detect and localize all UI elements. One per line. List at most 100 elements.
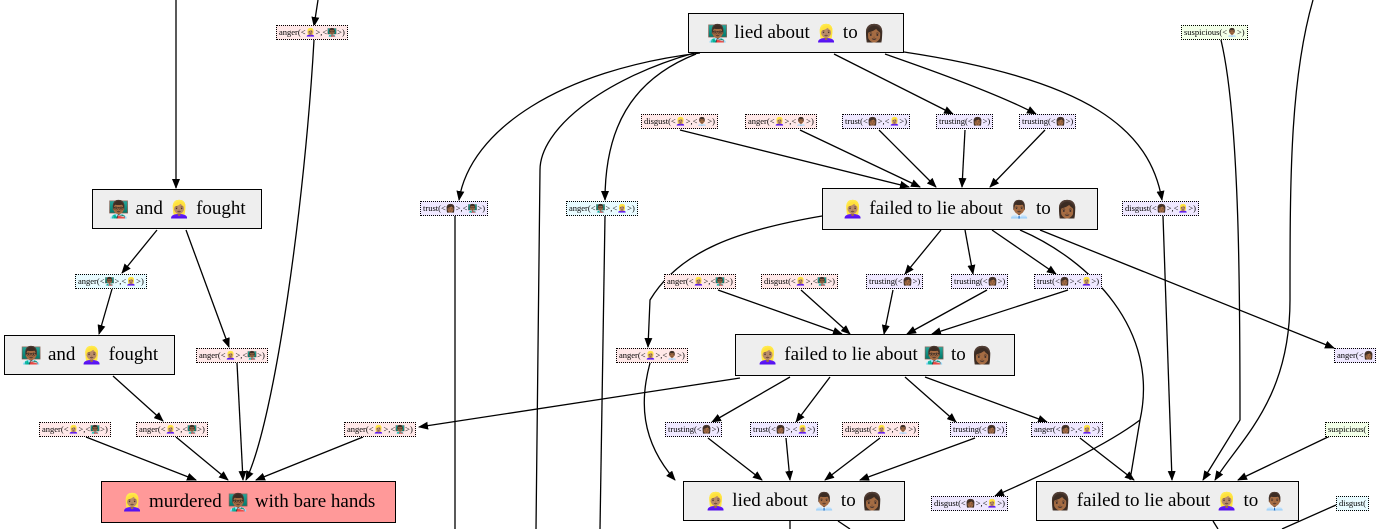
edge-line [1162, 215, 1176, 481]
person-d-icon: 👨🏾‍💼 [1227, 28, 1238, 37]
text-fragment: suspicious(< [1184, 27, 1228, 37]
emotion-condition-label: suspicious(<👨🏾‍💼>) [1181, 25, 1248, 40]
person-b-icon: 👱🏽‍♀️ [774, 117, 785, 126]
text-fragment: >) [405, 424, 413, 434]
text-fragment: >) [1091, 276, 1100, 286]
goal-event-node[interactable]: 👱🏽‍♀️murdered👨🏾‍🏫with bare hands [101, 481, 396, 523]
text-fragment: >) [899, 116, 908, 126]
text-fragment: >) [477, 203, 486, 213]
person-c-icon: 👩🏾 [1156, 204, 1167, 213]
person-b-icon: 👱🏽‍♀️ [68, 425, 79, 434]
text-fragment: >,< [655, 350, 668, 360]
event-node[interactable]: 👨🏾‍🏫lied about👱🏽‍♀️to👩🏾 [688, 13, 904, 53]
text-fragment: disgust(< [764, 276, 796, 286]
edge-line [904, 229, 942, 275]
text-fragment: >) [707, 116, 715, 126]
text-fragment: to [1243, 490, 1259, 511]
person-a-icon: 👨🏾‍🏫 [20, 345, 42, 365]
text-fragment: >) [1188, 203, 1196, 213]
text-fragment: >) [997, 276, 1006, 286]
person-b-icon: 👱🏽‍♀️ [645, 351, 656, 360]
edge-line [824, 437, 881, 481]
event-node[interactable]: 👱🏽‍♀️failed to lie about👨🏾‍🏫to👩🏾 [735, 334, 1015, 376]
edge-line [255, 436, 364, 481]
event-node[interactable]: 👱🏽‍♀️failed to lie about👨🏾‍💼to👩🏾 [822, 188, 1098, 230]
person-b-icon: 👱🏽‍♀️ [1081, 277, 1092, 286]
text-fragment: anger(< [619, 350, 646, 360]
person-b-icon: 👱🏽‍♀️ [165, 425, 176, 434]
text-fragment: >) [807, 424, 816, 434]
person-d-icon: 👨🏾‍💼 [1008, 199, 1030, 219]
person-c-icon: 👩🏾 [867, 117, 878, 126]
text-fragment: disgust(< [1125, 203, 1157, 213]
edge-line [1039, 229, 1335, 349]
emotion-condition-label: anger(<👱🏽‍♀️>,<👨🏾‍🏫>) [664, 274, 736, 289]
edge-line [418, 377, 741, 430]
text-fragment: anger(< [667, 276, 694, 286]
text-fragment: >,< [1069, 276, 1082, 286]
text-fragment: trust(< [753, 424, 776, 434]
person-a-icon: 👨🏾‍🏫 [187, 425, 198, 434]
edge-line [601, 53, 697, 201]
text-fragment: >,< [78, 424, 91, 434]
text-fragment: >) [908, 424, 916, 434]
emotion-condition-label: anger(<👨🏾‍🏫>,<👱🏽‍♀️>) [75, 274, 147, 289]
emotion-condition-label: trusting(<👩🏾>) [1019, 114, 1077, 129]
person-a-icon: 👨🏾‍🏫 [247, 351, 258, 360]
text-fragment: disgust(< [934, 498, 966, 508]
emotion-condition-label: anger(<👱🏽‍♀️>,<👨🏾‍🏫>) [136, 422, 208, 437]
person-c-icon: 👩🏾 [965, 499, 976, 508]
emotion-condition-label: anger(<👨🏾‍🏫>,<👱🏽‍♀️>) [566, 201, 638, 216]
person-a-icon: 👨🏾‍🏫 [595, 204, 606, 213]
emotion-condition-label: disgust(<👱🏽‍♀️>,<👨🏾‍💼>) [641, 114, 718, 129]
person-c-icon: 👩🏾 [1060, 425, 1071, 434]
text-fragment: failed to lie about [784, 344, 918, 365]
text-fragment: lied about [732, 490, 808, 511]
text-fragment: >,< [235, 350, 248, 360]
text-fragment: >) [1092, 424, 1100, 434]
edge-line [881, 289, 894, 335]
edge-line [1212, 520, 1219, 529]
emotion-condition-label: disgust( [1336, 496, 1369, 511]
text-fragment: anger(< [1034, 424, 1061, 434]
edge-line [964, 229, 976, 275]
edge-line [833, 53, 954, 115]
edge-line [1237, 435, 1331, 481]
edge-line [185, 229, 230, 348]
text-fragment: murdered [148, 491, 222, 512]
person-b-icon: 👱🏽‍♀️ [693, 277, 704, 286]
text-fragment: trust(< [1037, 276, 1060, 286]
emotion-condition-label: disgust(<👱🏽‍♀️>,<👨🏾‍💼>) [842, 422, 919, 437]
person-b-icon: 👱🏽‍♀️ [675, 117, 686, 126]
person-b-icon: 👱🏽‍♀️ [705, 491, 727, 511]
edge-line [884, 53, 1037, 115]
text-fragment: suspicious( [1328, 424, 1367, 434]
person-a-icon: 👨🏾‍🏫 [817, 277, 828, 286]
edge-line [903, 51, 1165, 201]
emotion-condition-label: disgust(<👱🏽‍♀️>,<👨🏾‍🏫>) [761, 274, 838, 289]
text-fragment: anger(< [347, 424, 374, 434]
emotion-condition-label: anger(<👱🏽‍♀️>,<👨🏾‍🏫>) [344, 422, 416, 437]
text-fragment: failed to lie about [869, 198, 1003, 219]
event-node[interactable]: 👨🏾‍🏫and👱🏽‍♀️fought [4, 335, 175, 375]
emotion-condition-label: trusting(<👩🏾>) [665, 422, 723, 437]
person-c-icon: 👩🏾 [902, 277, 913, 286]
person-b-icon: 👱🏽‍♀️ [121, 492, 143, 512]
text-fragment: >,< [114, 276, 127, 286]
person-c-icon: 👩🏾 [775, 425, 786, 434]
emotion-condition-label: trusting(<👩🏾>) [951, 274, 1009, 289]
event-node[interactable]: 👩🏾failed to lie about👱🏽‍♀️to👨🏾‍💼 [1036, 481, 1299, 521]
person-a-icon: 👨🏾‍🏫 [467, 204, 478, 213]
text-fragment: to [840, 490, 856, 511]
text-fragment: >,< [315, 27, 328, 37]
text-fragment: trusting(< [954, 276, 988, 286]
event-node[interactable]: 👱🏽‍♀️lied about👨🏾‍💼to👩🏾 [683, 481, 905, 521]
text-fragment: >,< [1070, 424, 1083, 434]
event-node[interactable]: 👨🏾‍🏫and👱🏽‍♀️fought [92, 189, 262, 229]
edge-line [112, 375, 164, 422]
person-d-icon: 👨🏾‍💼 [813, 491, 835, 511]
text-fragment: >,< [785, 424, 798, 434]
text-fragment: disgust(< [845, 424, 877, 434]
edge-line [878, 129, 937, 188]
